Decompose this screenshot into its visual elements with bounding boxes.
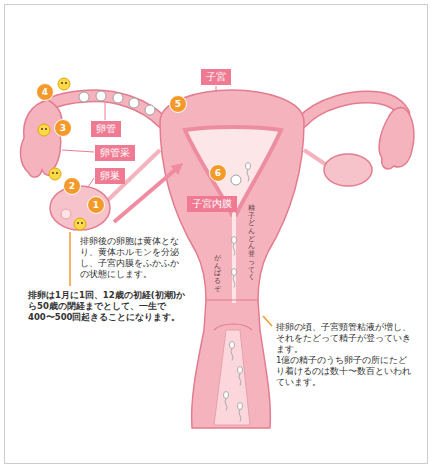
- callout-number: 5: [169, 95, 187, 113]
- follicle: [61, 209, 71, 219]
- cervical-canal: [232, 213, 236, 303]
- eye: [41, 128, 43, 130]
- egg: [231, 175, 241, 185]
- part-label-box: 卵管: [91, 121, 121, 137]
- node-text: 子宮: [206, 71, 226, 83]
- egg: [96, 91, 106, 101]
- note-text: 1億の精子のうち卵子の所にたどり着けるのは数十〜数百といわれています。: [276, 355, 412, 388]
- note-text: 排卵の頃、子宮頸管粘液が増し、それをたどって精子が登っていきます。: [276, 322, 412, 355]
- egg-cells: [79, 91, 241, 185]
- fimbria: [21, 100, 62, 177]
- leader-line: [88, 178, 94, 187]
- node-text: 卵管采: [100, 147, 130, 159]
- leader-line: [69, 232, 71, 286]
- sperm: [246, 163, 251, 182]
- eye: [77, 222, 79, 224]
- vertical-caption: がんばるぞ: [214, 255, 221, 293]
- node-text: 子宮内膜: [192, 198, 232, 210]
- endometrium: [185, 127, 281, 215]
- vertical-caption: 精子どんどん登ってく: [248, 205, 255, 282]
- node-text: 6: [215, 169, 221, 178]
- egg: [113, 93, 123, 103]
- sperm: [232, 269, 237, 288]
- sperm: [224, 392, 229, 411]
- ovary: [324, 154, 372, 186]
- node-text: 1: [93, 201, 99, 210]
- leader-line: [216, 86, 217, 92]
- callout-number: 1: [87, 196, 105, 214]
- vagina-lumen: [214, 330, 250, 425]
- egg-character: [58, 78, 70, 90]
- node-text: 卵巣: [100, 170, 120, 182]
- part-label-box: 卵管采: [95, 145, 135, 161]
- sperm: [232, 237, 237, 256]
- arrowhead: [171, 163, 184, 175]
- sperm: [238, 367, 243, 386]
- eye: [65, 82, 67, 84]
- ovary: [50, 186, 110, 230]
- eye: [56, 172, 58, 174]
- cervix: [206, 300, 258, 301]
- callout-number: 6: [209, 164, 227, 182]
- callout-number: 4: [36, 83, 54, 101]
- egg-character: [49, 168, 61, 180]
- node-text: 3: [60, 124, 66, 133]
- note-text: 排卵は1月に1回、12歳の初経(初潮)から50歳の閉経までとして、一生で400〜…: [28, 290, 188, 323]
- egg-character: [38, 124, 50, 136]
- node-text: 4: [42, 88, 48, 97]
- sperm: [238, 403, 243, 422]
- frame: [5, 5, 428, 464]
- part-label-box: 子宮: [201, 69, 231, 85]
- leader-line: [105, 103, 106, 120]
- callout-number: 2: [63, 177, 81, 195]
- part-label-box: 卵巣: [95, 168, 125, 184]
- egg-character: [74, 218, 86, 230]
- part-label-box: 子宮内膜: [187, 196, 237, 212]
- eye: [81, 222, 83, 224]
- node-text: 5: [175, 100, 181, 109]
- fimbria: [379, 107, 414, 168]
- egg: [145, 105, 155, 115]
- node-text: 卵管: [96, 123, 116, 135]
- eye: [61, 82, 63, 84]
- ovarian-ligament: [304, 150, 328, 166]
- eye: [52, 172, 54, 174]
- leader-line: [62, 150, 94, 152]
- eye: [45, 128, 47, 130]
- egg: [129, 98, 139, 108]
- egg: [79, 92, 89, 102]
- cervix: [214, 324, 252, 330]
- note-text: 排卵後の卵胞は黄体となり、黄体ホルモンを分泌し、子宮内膜をふかふかの状態にします…: [80, 236, 180, 280]
- callout-number: 3: [54, 119, 72, 137]
- sperm: [230, 342, 235, 361]
- node-text: 2: [69, 182, 75, 191]
- leader-line: [263, 316, 272, 326]
